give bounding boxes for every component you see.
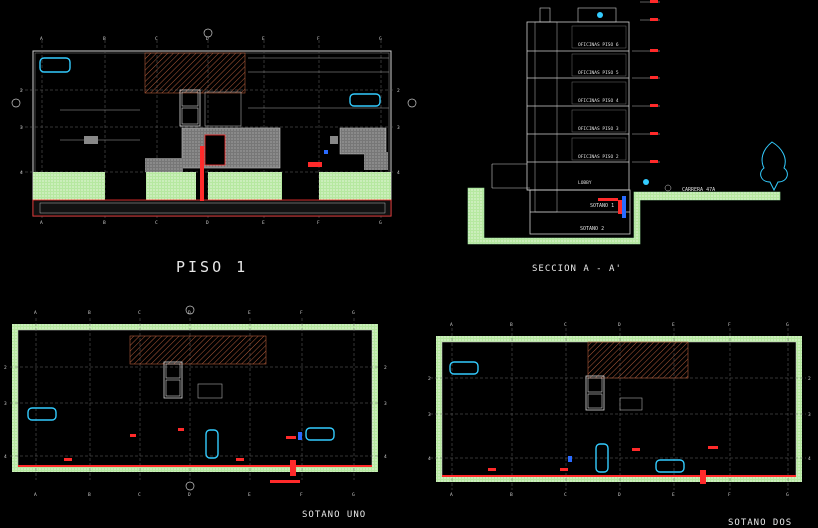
grid-col-label: G bbox=[352, 492, 355, 498]
title-sotano-dos: SOTANO DOS bbox=[728, 518, 793, 528]
grid-col-label: G bbox=[786, 322, 789, 328]
grid-col-label: B bbox=[103, 220, 106, 226]
grid-row-label: 3 bbox=[397, 125, 400, 131]
grid-col-label: A bbox=[34, 310, 37, 316]
section-label-floor: OFICINAS PISO 3 bbox=[578, 126, 619, 132]
grid-col-label: C bbox=[155, 220, 158, 226]
grid-col-label: E bbox=[672, 322, 675, 328]
grid-row-label: 4 bbox=[20, 170, 23, 176]
grid-col-label: D bbox=[618, 492, 621, 498]
section-label-floor: OFICINAS PISO 5 bbox=[578, 70, 619, 76]
plan-sotano-dos bbox=[430, 328, 806, 490]
grid-row-label: 2 bbox=[808, 376, 811, 382]
grid-col-label: A bbox=[40, 36, 43, 42]
grid-col-label: G bbox=[352, 310, 355, 316]
grid-col-label: D bbox=[188, 492, 191, 498]
section-label-floor: OFICINAS PISO 2 bbox=[578, 154, 619, 160]
grid-row-label: 3 bbox=[20, 125, 23, 131]
grid-col-label: F bbox=[728, 492, 731, 498]
grid-row-label: 3 bbox=[428, 412, 431, 418]
section-label-floor: LOBBY bbox=[578, 180, 592, 186]
section-a-a: OFICINAS PISO 6 OFICINAS PISO 5 OFICINAS… bbox=[467, 0, 788, 245]
grid-col-label: G bbox=[786, 492, 789, 498]
grid-row-label: 4 bbox=[808, 456, 811, 462]
grid-row-label: 2 bbox=[4, 365, 7, 371]
grid-col-label: E bbox=[672, 492, 675, 498]
grid-row-label: 3 bbox=[384, 401, 387, 407]
grid-col-label: C bbox=[564, 492, 567, 498]
grid-col-label: D bbox=[188, 310, 191, 316]
grid-col-label: E bbox=[248, 310, 251, 316]
section-label-floor: OFICINAS PISO 4 bbox=[578, 98, 619, 104]
grid-col-label: C bbox=[564, 322, 567, 328]
section-label-basement1: SOTANO 1 bbox=[590, 203, 614, 209]
grid-col-label: A bbox=[40, 220, 43, 226]
grid-col-label: F bbox=[300, 310, 303, 316]
grid-col-label: G bbox=[379, 220, 382, 226]
grid-col-label: G bbox=[379, 36, 382, 42]
title-sotano-uno: SOTANO UNO bbox=[302, 510, 367, 520]
grid-row-label: 2 bbox=[397, 88, 400, 94]
grid-col-label: F bbox=[728, 322, 731, 328]
grid-row-label: 2 bbox=[428, 376, 431, 382]
grid-col-label: E bbox=[262, 36, 265, 42]
plan-piso-1 bbox=[11, 28, 417, 220]
grid-col-label: B bbox=[510, 492, 513, 498]
title-piso-1: PISO 1 bbox=[176, 258, 249, 276]
plan-sotano-uno bbox=[10, 305, 380, 491]
grid-row-label: 4 bbox=[4, 454, 7, 460]
grid-col-label: F bbox=[317, 220, 320, 226]
grid-col-label: B bbox=[103, 36, 106, 42]
section-label-basement2: SOTANO 2 bbox=[580, 226, 604, 232]
grid-col-label: D bbox=[618, 322, 621, 328]
grid-col-label: B bbox=[88, 310, 91, 316]
grid-col-label: C bbox=[138, 310, 141, 316]
grid-col-label: C bbox=[155, 36, 158, 42]
grid-row-label: 2 bbox=[384, 365, 387, 371]
grid-col-label: B bbox=[510, 322, 513, 328]
grid-row-label: 3 bbox=[4, 401, 7, 407]
grid-row-label: 4 bbox=[428, 456, 431, 462]
grid-col-label: B bbox=[88, 492, 91, 498]
grid-row-label: 4 bbox=[397, 170, 400, 176]
grid-col-label: D bbox=[206, 220, 209, 226]
grid-row-label: 3 bbox=[808, 412, 811, 418]
grid-col-label: A bbox=[450, 492, 453, 498]
grid-col-label: F bbox=[317, 36, 320, 42]
grid-col-label: D bbox=[206, 36, 209, 42]
grid-col-label: C bbox=[138, 492, 141, 498]
grid-row-label: 2 bbox=[20, 88, 23, 94]
section-label-floor: OFICINAS PISO 6 bbox=[578, 42, 619, 48]
section-label-street: CARRERA 47A bbox=[682, 187, 715, 193]
grid-col-label: E bbox=[248, 492, 251, 498]
grid-col-label: A bbox=[34, 492, 37, 498]
title-seccion: SECCION A - A' bbox=[532, 264, 622, 274]
grid-col-label: F bbox=[300, 492, 303, 498]
grid-col-label: E bbox=[262, 220, 265, 226]
grid-col-label: A bbox=[450, 322, 453, 328]
grid-row-label: 4 bbox=[384, 454, 387, 460]
